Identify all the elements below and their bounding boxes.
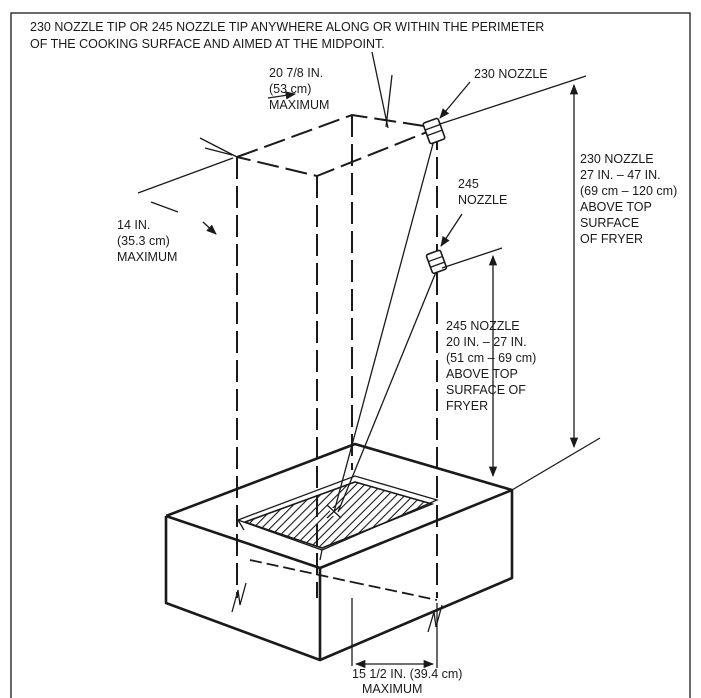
svg-text:15 1/2 IN. (39.4 cm): 15 1/2 IN. (39.4 cm) bbox=[352, 667, 462, 681]
svg-text:27 IN. – 47 IN.: 27 IN. – 47 IN. bbox=[580, 168, 661, 182]
spray-line-230 bbox=[333, 139, 435, 513]
nozzle-230-leader bbox=[439, 81, 471, 119]
svg-text:20 7/8 IN.: 20 7/8 IN. bbox=[269, 66, 323, 80]
width-label: 20 7/8 IN. (53 cm) MAXIMUM bbox=[269, 66, 329, 112]
svg-text:MAXIMUM: MAXIMUM bbox=[269, 98, 329, 112]
outer-border bbox=[10, 12, 691, 698]
height-230-label: 230 NOZZLE 27 IN. – 47 IN. (69 cm – 120 … bbox=[580, 152, 677, 246]
svg-text:14 IN.: 14 IN. bbox=[117, 218, 150, 232]
svg-text:SURFACE OF: SURFACE OF bbox=[446, 383, 526, 397]
height-245-label: 245 NOZZLE 20 IN. – 27 IN. (51 cm – 69 c… bbox=[446, 319, 536, 413]
svg-text:SURFACE: SURFACE bbox=[580, 216, 639, 230]
svg-text:245 NOZZLE: 245 NOZZLE bbox=[446, 319, 520, 333]
ref-line-fryer-top bbox=[511, 437, 601, 491]
bottom-label: 15 1/2 IN. (39.4 cm) MAXIMUM bbox=[352, 667, 462, 696]
nozzle-245-icon bbox=[425, 249, 448, 275]
svg-text:OF FRYER: OF FRYER bbox=[580, 232, 643, 246]
svg-text:245: 245 bbox=[458, 177, 479, 191]
header-leader bbox=[371, 51, 389, 129]
svg-text:ABOVE TOP: ABOVE TOP bbox=[580, 200, 652, 214]
svg-text:NOZZLE: NOZZLE bbox=[458, 193, 507, 207]
svg-text:(69 cm – 120 cm): (69 cm – 120 cm) bbox=[580, 184, 677, 198]
nozzle-230-label: 230 NOZZLE bbox=[474, 67, 548, 81]
depth-label: 14 IN. (35.3 cm) MAXIMUM bbox=[117, 218, 177, 264]
nozzle-245-leader bbox=[440, 213, 463, 247]
svg-text:(51 cm – 69 cm): (51 cm – 69 cm) bbox=[446, 351, 536, 365]
ref-line-245-top bbox=[441, 247, 503, 269]
fryer bbox=[164, 442, 514, 662]
svg-text:230 NOZZLE: 230 NOZZLE bbox=[580, 152, 654, 166]
width-dimension bbox=[199, 74, 393, 158]
spray-line-245 bbox=[337, 271, 437, 513]
ref-line-230-top bbox=[439, 75, 587, 125]
svg-text:(53 cm): (53 cm) bbox=[269, 82, 311, 96]
svg-text:20 IN. – 27 IN.: 20 IN. – 27 IN. bbox=[446, 335, 527, 349]
header-line-1: 230 NOZZLE TIP OR 245 NOZZLE TIP ANYWHER… bbox=[30, 20, 544, 34]
svg-text:MAXIMUM: MAXIMUM bbox=[362, 682, 422, 696]
svg-text:MAXIMUM: MAXIMUM bbox=[117, 250, 177, 264]
svg-text:FRYER: FRYER bbox=[446, 399, 488, 413]
depth-dimension bbox=[137, 157, 234, 235]
svg-text:ABOVE TOP: ABOVE TOP bbox=[446, 367, 518, 381]
header-line-2: OF THE COOKING SURFACE AND AIMED AT THE … bbox=[30, 37, 385, 51]
nozzle-230-icon bbox=[422, 117, 446, 145]
nozzle-245-label: 245 NOZZLE bbox=[458, 177, 507, 207]
bottom-dimension bbox=[351, 598, 438, 669]
svg-text:(35.3 cm): (35.3 cm) bbox=[117, 234, 170, 248]
